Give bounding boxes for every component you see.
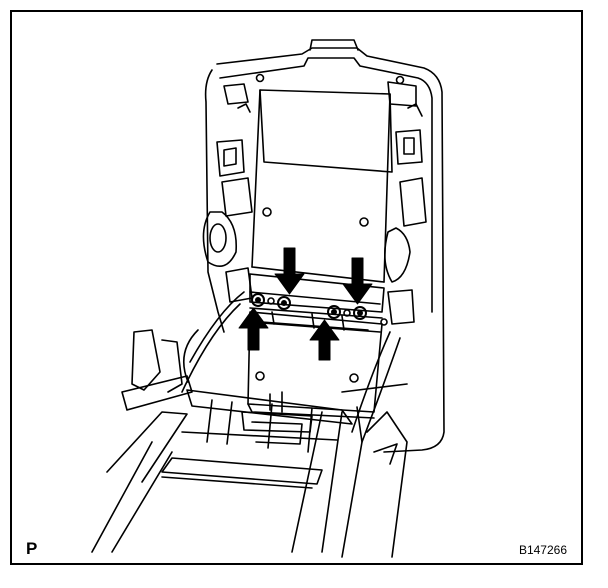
hole-mid-right (359, 217, 369, 227)
arrow-up-right (309, 319, 340, 361)
right-upper-screw (353, 306, 367, 320)
hole-top-right (395, 75, 405, 85)
hole-mid-left (262, 207, 272, 217)
console-lid-illustration (91, 39, 445, 558)
screws (251, 293, 367, 320)
arrow-down-right (342, 257, 373, 305)
left-hinge-mechanism (181, 139, 253, 393)
right-hinge-mechanism (351, 129, 427, 443)
armrest-lid-shell (204, 39, 445, 453)
callout-arrows (238, 247, 373, 361)
diagram-frame: P B147266 (10, 10, 583, 565)
small-hole-left (267, 297, 275, 305)
hole-side-right (380, 318, 388, 326)
hole-low-left (255, 371, 265, 381)
small-hole-right (343, 309, 351, 317)
left-upper-screw (277, 296, 291, 310)
panel-holes (255, 73, 405, 383)
figure-code-label: B147266 (518, 543, 567, 557)
hole-top-left (255, 73, 265, 83)
left-lower-screw (251, 293, 265, 307)
right-lower-screw (327, 305, 341, 319)
view-letter-label: P (26, 539, 38, 558)
arrow-up-left (238, 307, 269, 351)
hole-low-right (349, 373, 359, 383)
arrow-down-left (274, 247, 305, 295)
lid-inner-panel (247, 89, 393, 419)
